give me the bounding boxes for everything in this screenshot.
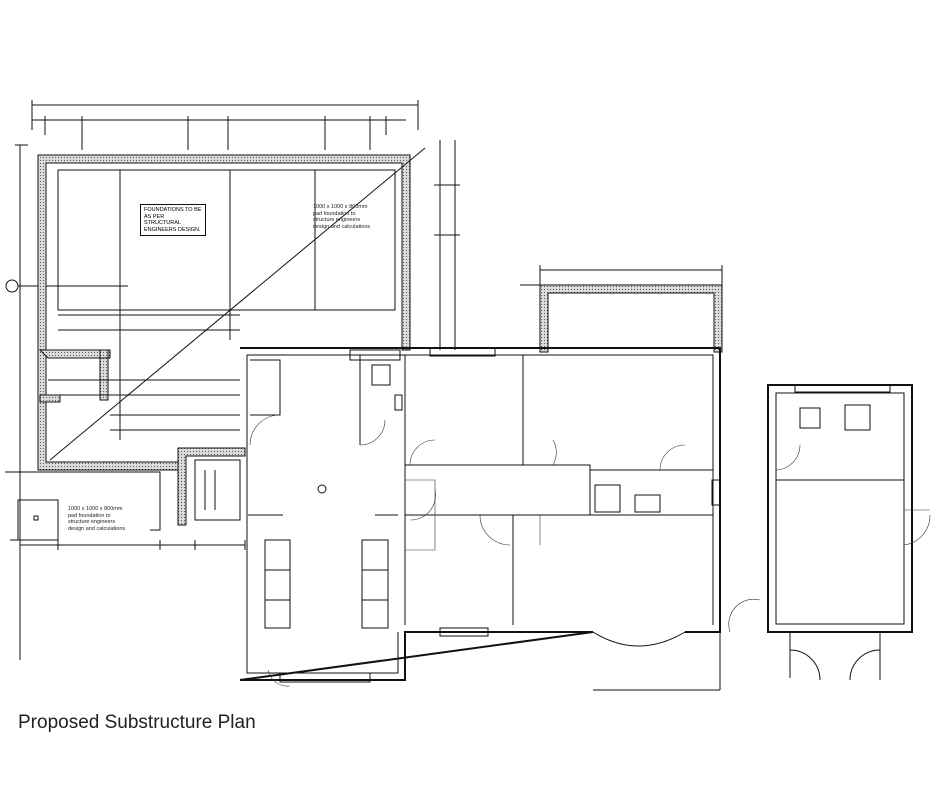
pad-foundation-note-top: 1000 x 1000 x 800mm pad foundation to st… (313, 204, 371, 230)
diagonal-line (49, 147, 426, 461)
foundations-note: FOUNDATIONS TO BE AS PER STRUCTURAL ENGI… (140, 204, 206, 236)
outbuilding-walls (767, 384, 931, 681)
pad-foundations (5, 471, 161, 541)
pad-foundation-note-bottom: 1000 x 1000 x 800mm pad foundation to st… (68, 506, 126, 532)
main-house-walls (239, 347, 761, 687)
drawing-title: Proposed Substructure Plan (18, 712, 256, 733)
foundation-walls (37, 154, 723, 526)
